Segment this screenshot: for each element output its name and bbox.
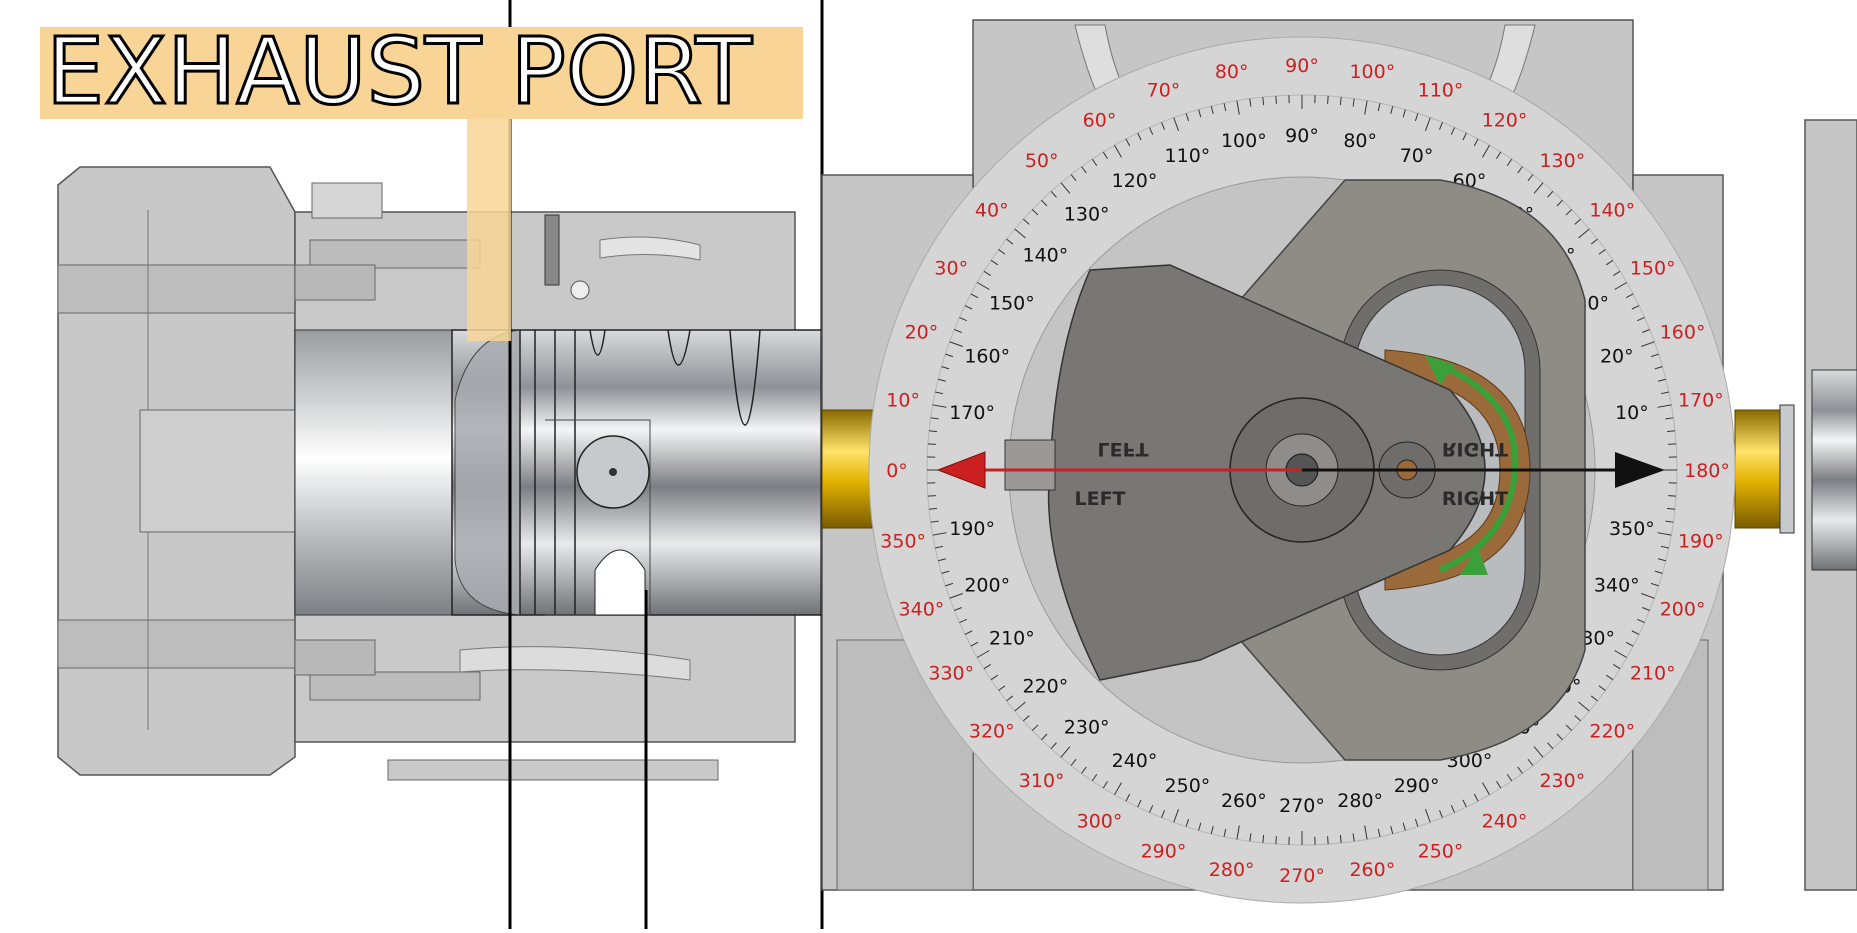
outer-degree-label: 320° — [969, 720, 1015, 742]
outer-degree-label: 200° — [1660, 599, 1706, 621]
piston — [452, 330, 822, 615]
outer-degree-label: 80° — [1215, 61, 1249, 83]
outer-degree-label: 350° — [880, 530, 926, 552]
diagram-title: EXHAUST PORT — [46, 22, 752, 122]
inner-degree-label: 260° — [1221, 790, 1267, 812]
outer-degree-label: 220° — [1589, 720, 1635, 742]
outer-degree-label: 70° — [1147, 79, 1181, 101]
outer-degree-label: 30° — [934, 258, 968, 280]
dial-tick — [1276, 836, 1277, 844]
outer-degree-label: 280° — [1209, 859, 1255, 881]
outer-degree-label: 270° — [1279, 865, 1325, 887]
inner-degree-label: 90° — [1285, 125, 1319, 147]
inner-degree-label: 170° — [949, 402, 995, 424]
inner-degree-label: 130° — [1064, 203, 1110, 225]
inner-degree-label: 140° — [1022, 245, 1068, 267]
outer-degree-label: 230° — [1539, 770, 1585, 792]
inner-degree-label: 20° — [1600, 345, 1634, 367]
inner-degree-label: 210° — [989, 628, 1035, 650]
inner-degree-label: 80° — [1343, 130, 1377, 152]
inner-degree-label: 290° — [1394, 775, 1440, 797]
outer-degree-label: 150° — [1630, 258, 1676, 280]
outer-degree-label: 110° — [1418, 79, 1464, 101]
inner-degree-label: 270° — [1279, 795, 1325, 817]
outer-degree-label: 0° — [886, 460, 908, 482]
dial-tick — [1328, 96, 1329, 104]
dial-tick — [928, 496, 936, 497]
outer-degree-label: 260° — [1349, 859, 1395, 881]
outer-degree-label: 90° — [1285, 55, 1319, 77]
outer-degree-label: 250° — [1418, 841, 1464, 863]
outer-degree-label: 340° — [899, 599, 945, 621]
inner-degree-label: 240° — [1112, 750, 1158, 772]
outer-degree-label: 20° — [905, 321, 939, 343]
outer-degree-label: 170° — [1678, 390, 1724, 412]
cylinder-head — [58, 167, 295, 775]
inner-degree-label: 150° — [989, 293, 1035, 315]
outer-degree-label: 130° — [1539, 150, 1585, 172]
inner-degree-label: 230° — [1064, 717, 1110, 739]
dial-tick — [1276, 96, 1277, 104]
inner-degree-label: 220° — [1022, 675, 1068, 697]
outer-degree-label: 310° — [1019, 770, 1065, 792]
dial-tick — [928, 444, 936, 445]
dial-tick — [1668, 444, 1676, 445]
outer-degree-label: 190° — [1678, 530, 1724, 552]
inner-degree-label: 160° — [964, 345, 1010, 367]
inner-degree-label: 10° — [1615, 402, 1649, 424]
inner-degree-label: 100° — [1221, 130, 1267, 152]
right-label: RIGHT — [1442, 488, 1508, 510]
outer-degree-label: 290° — [1141, 841, 1187, 863]
outer-degree-label: 50° — [1025, 150, 1059, 172]
cylinder-bore — [295, 330, 455, 615]
outer-degree-label: 40° — [975, 200, 1009, 222]
inner-degree-label: 280° — [1337, 790, 1383, 812]
dial-tick — [1668, 496, 1676, 497]
exhaust-port-pointer — [467, 119, 511, 341]
inner-degree-label: 340° — [1594, 575, 1640, 597]
inner-degree-label: 120° — [1112, 170, 1158, 192]
left-crank-pin — [822, 410, 874, 528]
outer-degree-label: 10° — [886, 390, 920, 412]
outer-degree-label: 300° — [1077, 811, 1123, 833]
outer-degree-label: 60° — [1083, 109, 1117, 131]
outer-degree-label: 140° — [1589, 200, 1635, 222]
outer-degree-label: 180° — [1684, 460, 1730, 482]
outer-degree-label: 240° — [1482, 811, 1528, 833]
inner-degree-label: 70° — [1400, 145, 1434, 167]
outer-degree-label: 330° — [928, 663, 974, 685]
inner-degree-label: 190° — [949, 518, 995, 540]
right-label-mirrored: RIGHT — [1442, 438, 1508, 460]
inner-degree-label: 250° — [1165, 775, 1211, 797]
outer-degree-label: 100° — [1349, 61, 1395, 83]
left-label-mirrored: LEFT — [1097, 438, 1148, 460]
outer-degree-label: 160° — [1660, 321, 1706, 343]
inner-degree-label: 110° — [1165, 145, 1211, 167]
inner-degree-label: 200° — [964, 575, 1010, 597]
left-label: LEFT — [1074, 488, 1125, 510]
outer-degree-label: 120° — [1482, 109, 1528, 131]
inner-degree-label: 350° — [1609, 518, 1655, 540]
outer-degree-label: 210° — [1630, 663, 1676, 685]
dial-tick — [1328, 836, 1329, 844]
